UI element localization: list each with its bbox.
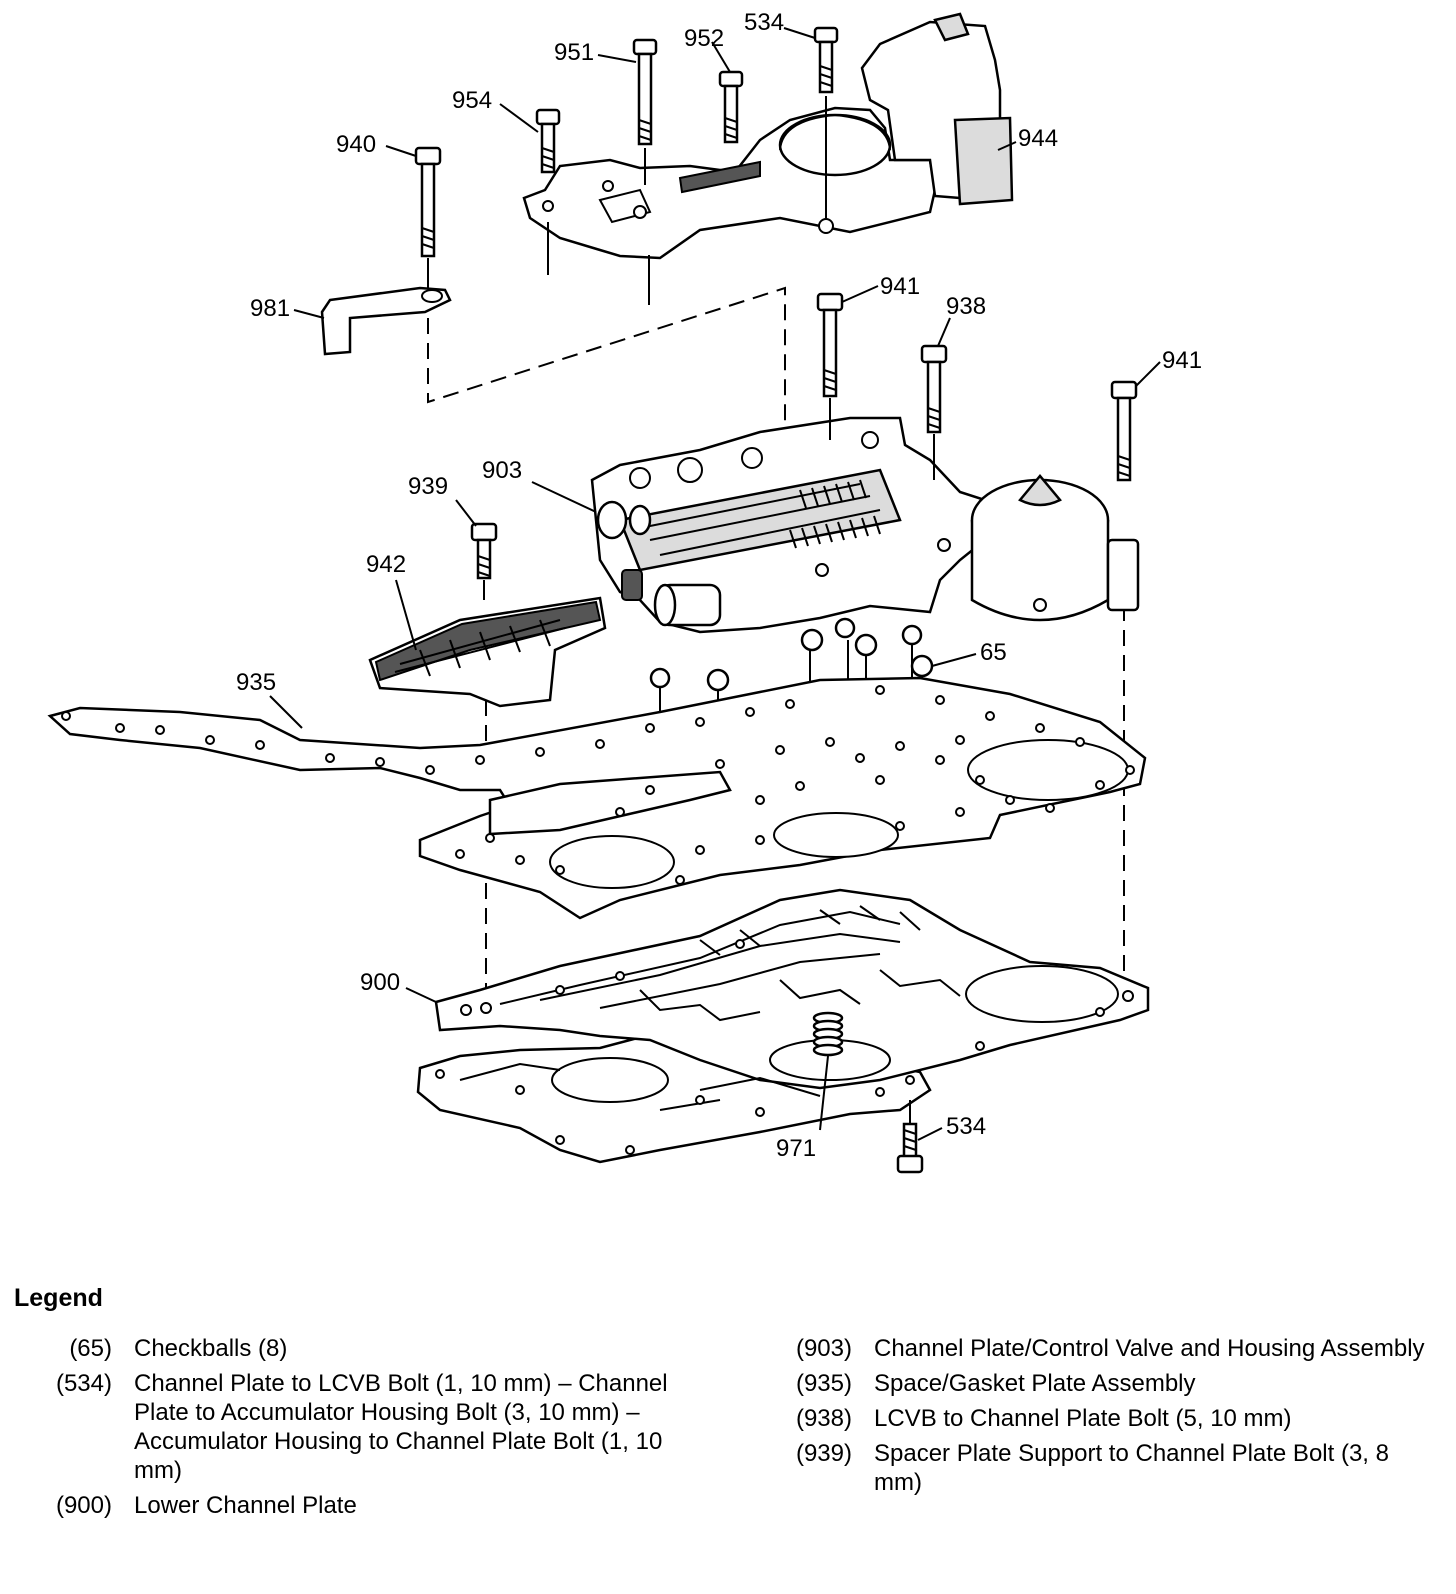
spacer-plate-support-942	[368, 596, 607, 708]
legend-item: (903) Channel Plate/Control Valve and Ho…	[770, 1334, 1430, 1363]
bolt-938	[920, 344, 948, 480]
control-valve-body-903	[590, 416, 1140, 634]
bolt-534-bottom	[896, 1100, 924, 1174]
callout-942: 942	[366, 551, 406, 578]
legend-item: (935) Space/Gasket Plate Assembly	[770, 1369, 1430, 1398]
legend-left-column: (65) Checkballs (8) (534) Channel Plate …	[30, 1334, 730, 1526]
callout-944: 944	[1018, 125, 1058, 152]
callout-952: 952	[684, 25, 724, 52]
legend-number: (939)	[795, 1440, 852, 1467]
callout-939: 939	[408, 473, 448, 500]
callout-951: 951	[554, 39, 594, 66]
callout-938: 938	[946, 293, 986, 320]
legend-number: (534)	[55, 1370, 112, 1397]
callout-941-center: 941	[880, 273, 920, 300]
spring-971	[812, 1011, 844, 1131]
callout-971: 971	[776, 1135, 816, 1162]
callout-534-top: 534	[744, 9, 784, 36]
lower-channel-plate-900	[416, 888, 1150, 1164]
legend-number: (900)	[55, 1492, 112, 1519]
plate-900-holes	[435, 939, 1134, 1155]
legend-right-column: (903) Channel Plate/Control Valve and Ho…	[770, 1334, 1430, 1503]
legend-item: (938) LCVB to Channel Plate Bolt (5, 10 …	[770, 1404, 1430, 1433]
legend-item: (534) Channel Plate to LCVB Bolt (1, 10 …	[30, 1369, 730, 1485]
legend-item: (900) Lower Channel Plate	[30, 1491, 730, 1520]
callout-65: 65	[980, 639, 1007, 666]
callout-981: 981	[250, 295, 290, 322]
accumulator-housing-944	[522, 12, 1014, 305]
bolt-951	[632, 38, 658, 185]
callout-534-bottom: 534	[946, 1113, 986, 1140]
callout-954: 954	[452, 87, 492, 114]
legend-description: Lower Channel Plate	[134, 1492, 357, 1519]
bolt-940	[414, 146, 442, 290]
leader-lines	[269, 27, 1161, 1141]
legend-description: LCVB to Channel Plate Bolt (5, 10 mm)	[874, 1405, 1292, 1432]
legend-title: Legend	[14, 1284, 103, 1312]
legend-item: (65) Checkballs (8)	[30, 1334, 730, 1363]
legend-number: (935)	[795, 1370, 852, 1397]
bracket-981	[320, 286, 452, 356]
callout-940: 940	[336, 131, 376, 158]
spacer-gasket-plate-935	[47, 676, 1147, 920]
bolt-941-right	[1110, 380, 1138, 482]
callout-941-right: 941	[1162, 347, 1202, 374]
bolt-954	[535, 108, 561, 174]
callouts: 951 952 534 954 940 944 981 941 938 941 …	[236, 9, 1202, 1162]
legend-item: (939) Spacer Plate Support to Channel Pl…	[770, 1439, 1430, 1497]
bolt-534-top	[813, 26, 839, 220]
callout-903: 903	[482, 457, 522, 484]
plate-935-holes	[61, 685, 1135, 885]
legend-description: Channel Plate to LCVB Bolt (1, 10 mm) – …	[134, 1370, 668, 1484]
legend-number: (938)	[795, 1405, 852, 1432]
legend-description: Space/Gasket Plate Assembly	[874, 1370, 1196, 1397]
legend-number: (903)	[795, 1335, 852, 1362]
bolt-952	[718, 70, 744, 144]
callout-935: 935	[236, 669, 276, 696]
callout-900: 900	[360, 969, 400, 996]
legend-description: Spacer Plate Support to Channel Plate Bo…	[874, 1440, 1389, 1496]
exploded-view-diagram: 951 952 534 954 940 944 981 941 938 941 …	[47, 9, 1202, 1174]
legend-number: (65)	[69, 1335, 112, 1362]
legend-description: Checkballs (8)	[134, 1335, 288, 1362]
bolt-941-center	[816, 292, 844, 440]
legend-description: Channel Plate/Control Valve and Housing …	[874, 1335, 1425, 1362]
bolt-939	[470, 522, 498, 600]
